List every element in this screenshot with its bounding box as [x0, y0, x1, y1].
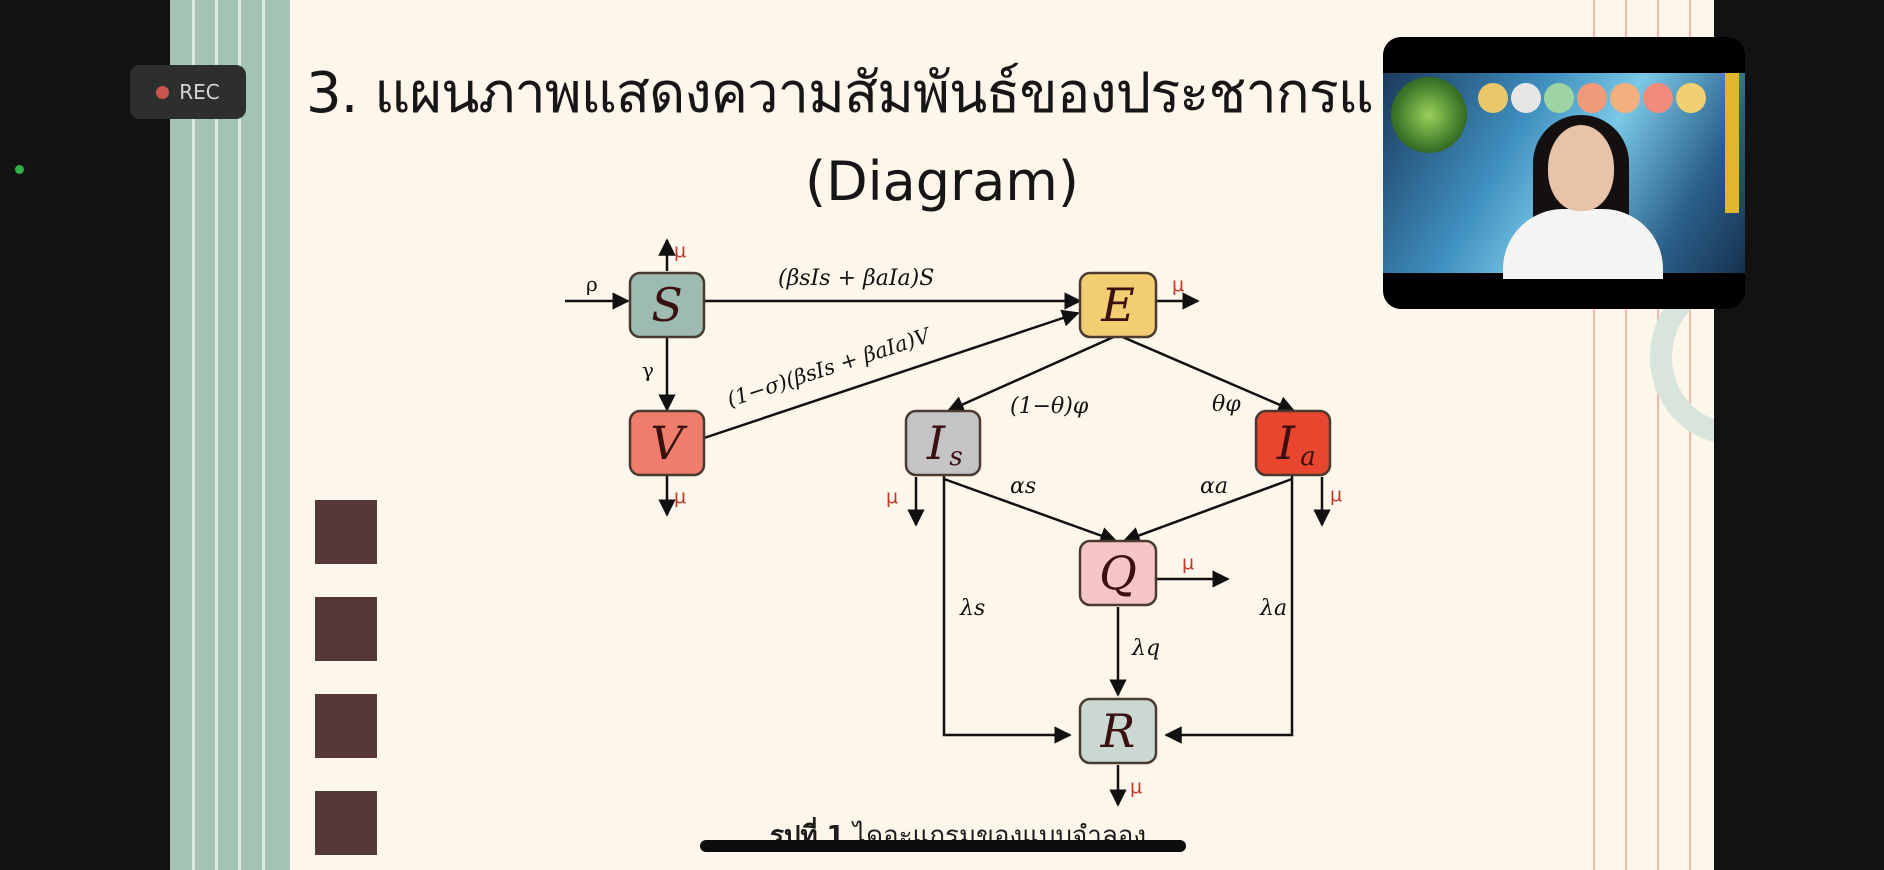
bullet-square — [315, 597, 377, 661]
label-mu: μ — [886, 486, 898, 508]
label-mu: μ — [674, 486, 686, 508]
label-e-to-is: (1−θ)φ — [1010, 394, 1089, 419]
decor-line — [1657, 0, 1659, 870]
seal-icon — [1544, 83, 1574, 113]
node-s-label: S — [651, 278, 683, 332]
recording-label: REC — [179, 80, 220, 104]
home-indicator[interactable] — [700, 840, 1186, 852]
label-lambda-s: λs — [959, 596, 985, 621]
label-s-to-e: (βsIs + βaIa)S — [778, 266, 934, 291]
stripe-line — [215, 0, 218, 870]
arrow-e-ia — [1117, 333, 1296, 413]
label-alpha-s: αs — [1010, 474, 1036, 499]
label-rho: ρ — [586, 272, 598, 296]
seal-icon — [1577, 83, 1607, 113]
node-q-box — [1078, 539, 1158, 607]
bullet-square — [315, 500, 377, 564]
bullet-square — [315, 791, 377, 855]
page-subtitle: (Diagram) — [805, 150, 1079, 213]
emblem-icon — [1391, 77, 1467, 153]
node-ia-sub: a — [1300, 442, 1316, 472]
label-mu: μ — [1172, 274, 1184, 296]
decor-line — [1689, 0, 1691, 870]
presenter-video-tile[interactable] — [1383, 37, 1745, 309]
label-mu: μ — [674, 240, 686, 262]
node-v-label: V — [650, 416, 688, 470]
seal-icon — [1478, 83, 1508, 113]
label-e-to-ia: θφ — [1212, 392, 1241, 417]
decor-line — [1625, 0, 1627, 870]
node-is-box — [904, 409, 982, 477]
arrow-v-e — [703, 309, 1080, 440]
status-dot — [15, 165, 24, 174]
label-v-to-e: (1−σ)(βsIs + βaIa)V — [724, 323, 934, 412]
page-title: 3. แผนภาพแสดงความสัมพันธ์ของประชากรแ — [306, 61, 1374, 126]
node-is-label: I — [926, 416, 946, 470]
arrow-ia-r — [1164, 475, 1294, 744]
label-alpha-a: αa — [1200, 474, 1228, 499]
node-r-label: R — [1100, 704, 1136, 758]
node-e-box — [1078, 271, 1158, 339]
arrow-is-r — [942, 475, 1072, 744]
node-s-box — [628, 271, 706, 339]
node-is-sub: s — [949, 442, 962, 472]
node-ia-box — [1254, 409, 1332, 477]
node-v-box — [628, 409, 706, 477]
stripe-line — [192, 0, 195, 870]
node-r-box — [1078, 697, 1158, 765]
label-gamma: γ — [642, 358, 654, 382]
node-q-label: Q — [1099, 546, 1137, 600]
seal-icon — [1511, 83, 1541, 113]
slide-side-stripe — [170, 0, 290, 870]
temple-icon — [1676, 83, 1706, 113]
presenter-avatar — [1548, 125, 1614, 211]
arrow-ia-q — [1122, 477, 1293, 544]
arrow-e-is — [946, 333, 1119, 413]
node-e-label: E — [1100, 278, 1135, 332]
recording-indicator: REC — [130, 65, 246, 119]
label-mu: μ — [1182, 552, 1194, 574]
side-banner — [1725, 73, 1739, 213]
seal-icon — [1643, 83, 1673, 113]
label-lambda-a: λa — [1259, 596, 1287, 621]
label-mu: μ — [1330, 484, 1342, 506]
stripe-line — [262, 0, 265, 870]
label-lambda-q: λq — [1131, 636, 1160, 661]
arrow-is-q — [943, 477, 1118, 544]
presenter-body — [1503, 209, 1663, 279]
label-mu: μ — [1130, 776, 1142, 798]
bullet-square — [315, 694, 377, 758]
seal-icon — [1610, 83, 1640, 113]
compartment-diagram: S V E I s I a Q R ρ γ (βsIs + βaIa)S (1−… — [565, 238, 1342, 807]
stripe-line — [238, 0, 241, 870]
record-dot-icon — [156, 85, 170, 99]
decor-line — [1593, 0, 1595, 870]
node-ia-label: I — [1276, 416, 1296, 470]
